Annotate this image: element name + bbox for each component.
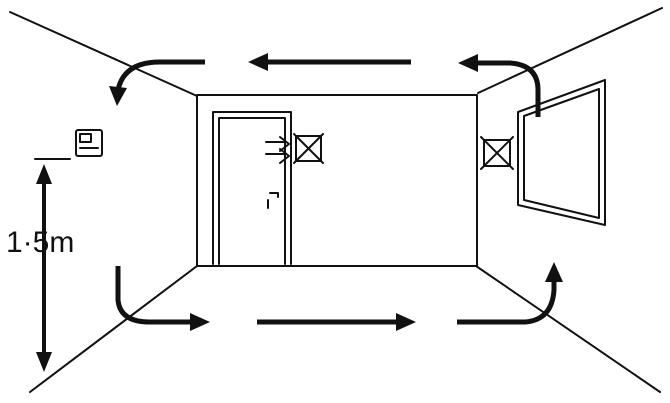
door-handle [269,192,279,198]
door-draught-arrows [265,136,290,164]
blocked-vent-window [480,136,514,170]
room-perspective [9,7,663,393]
window [517,79,606,226]
thermostat [34,129,103,160]
blocked-vent-door [293,133,324,164]
air-flow-arrows [36,53,563,372]
thermostat-icon [75,129,103,157]
door [212,111,292,265]
height-label: 1·5m [6,226,75,259]
